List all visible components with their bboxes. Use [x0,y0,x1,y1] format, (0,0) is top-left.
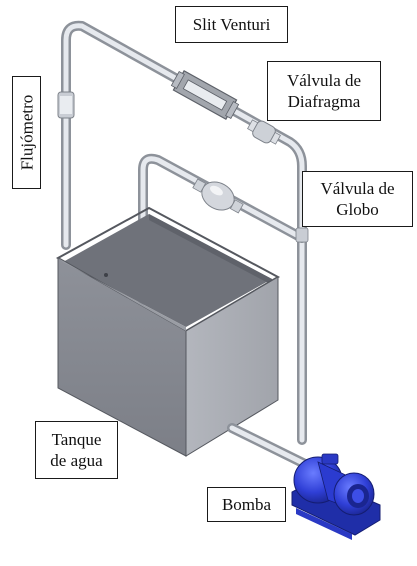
slit-venturi [170,70,240,120]
label-slit-venturi-text: Slit Venturi [192,15,271,34]
label-flujometro-text: Flujómetro [17,94,36,171]
inner-pipe [138,153,307,305]
label-slit-venturi: Slit Venturi [175,6,288,43]
label-tanque-line1: Tanque [51,430,102,449]
label-valvula-diafragma: Válvula de Diafragma [267,61,381,121]
globe-valve [192,178,244,214]
label-valvula-globo-line1: Válvula de [320,179,395,198]
label-tanque-de-agua: Tanque de agua [35,421,118,479]
water-tank [55,206,281,457]
label-bomba: Bomba [207,487,286,522]
label-flujometro: Flujómetro [12,76,41,189]
label-valvula-diafragma-line1: Válvula de [286,71,362,90]
label-valvula-globo-line2: Globo [336,200,379,219]
label-tanque-line2: de agua [50,451,103,470]
pump [291,453,381,540]
label-valvula-diafragma-line2: Diafragma [287,92,361,111]
label-bomba-text: Bomba [221,495,272,514]
pipe-collar [295,227,309,243]
flowmeter [57,91,75,119]
label-valvula-globo: Válvula de Globo [302,171,413,227]
diaphragm-valve [247,119,281,145]
suction-pipe [227,423,310,469]
